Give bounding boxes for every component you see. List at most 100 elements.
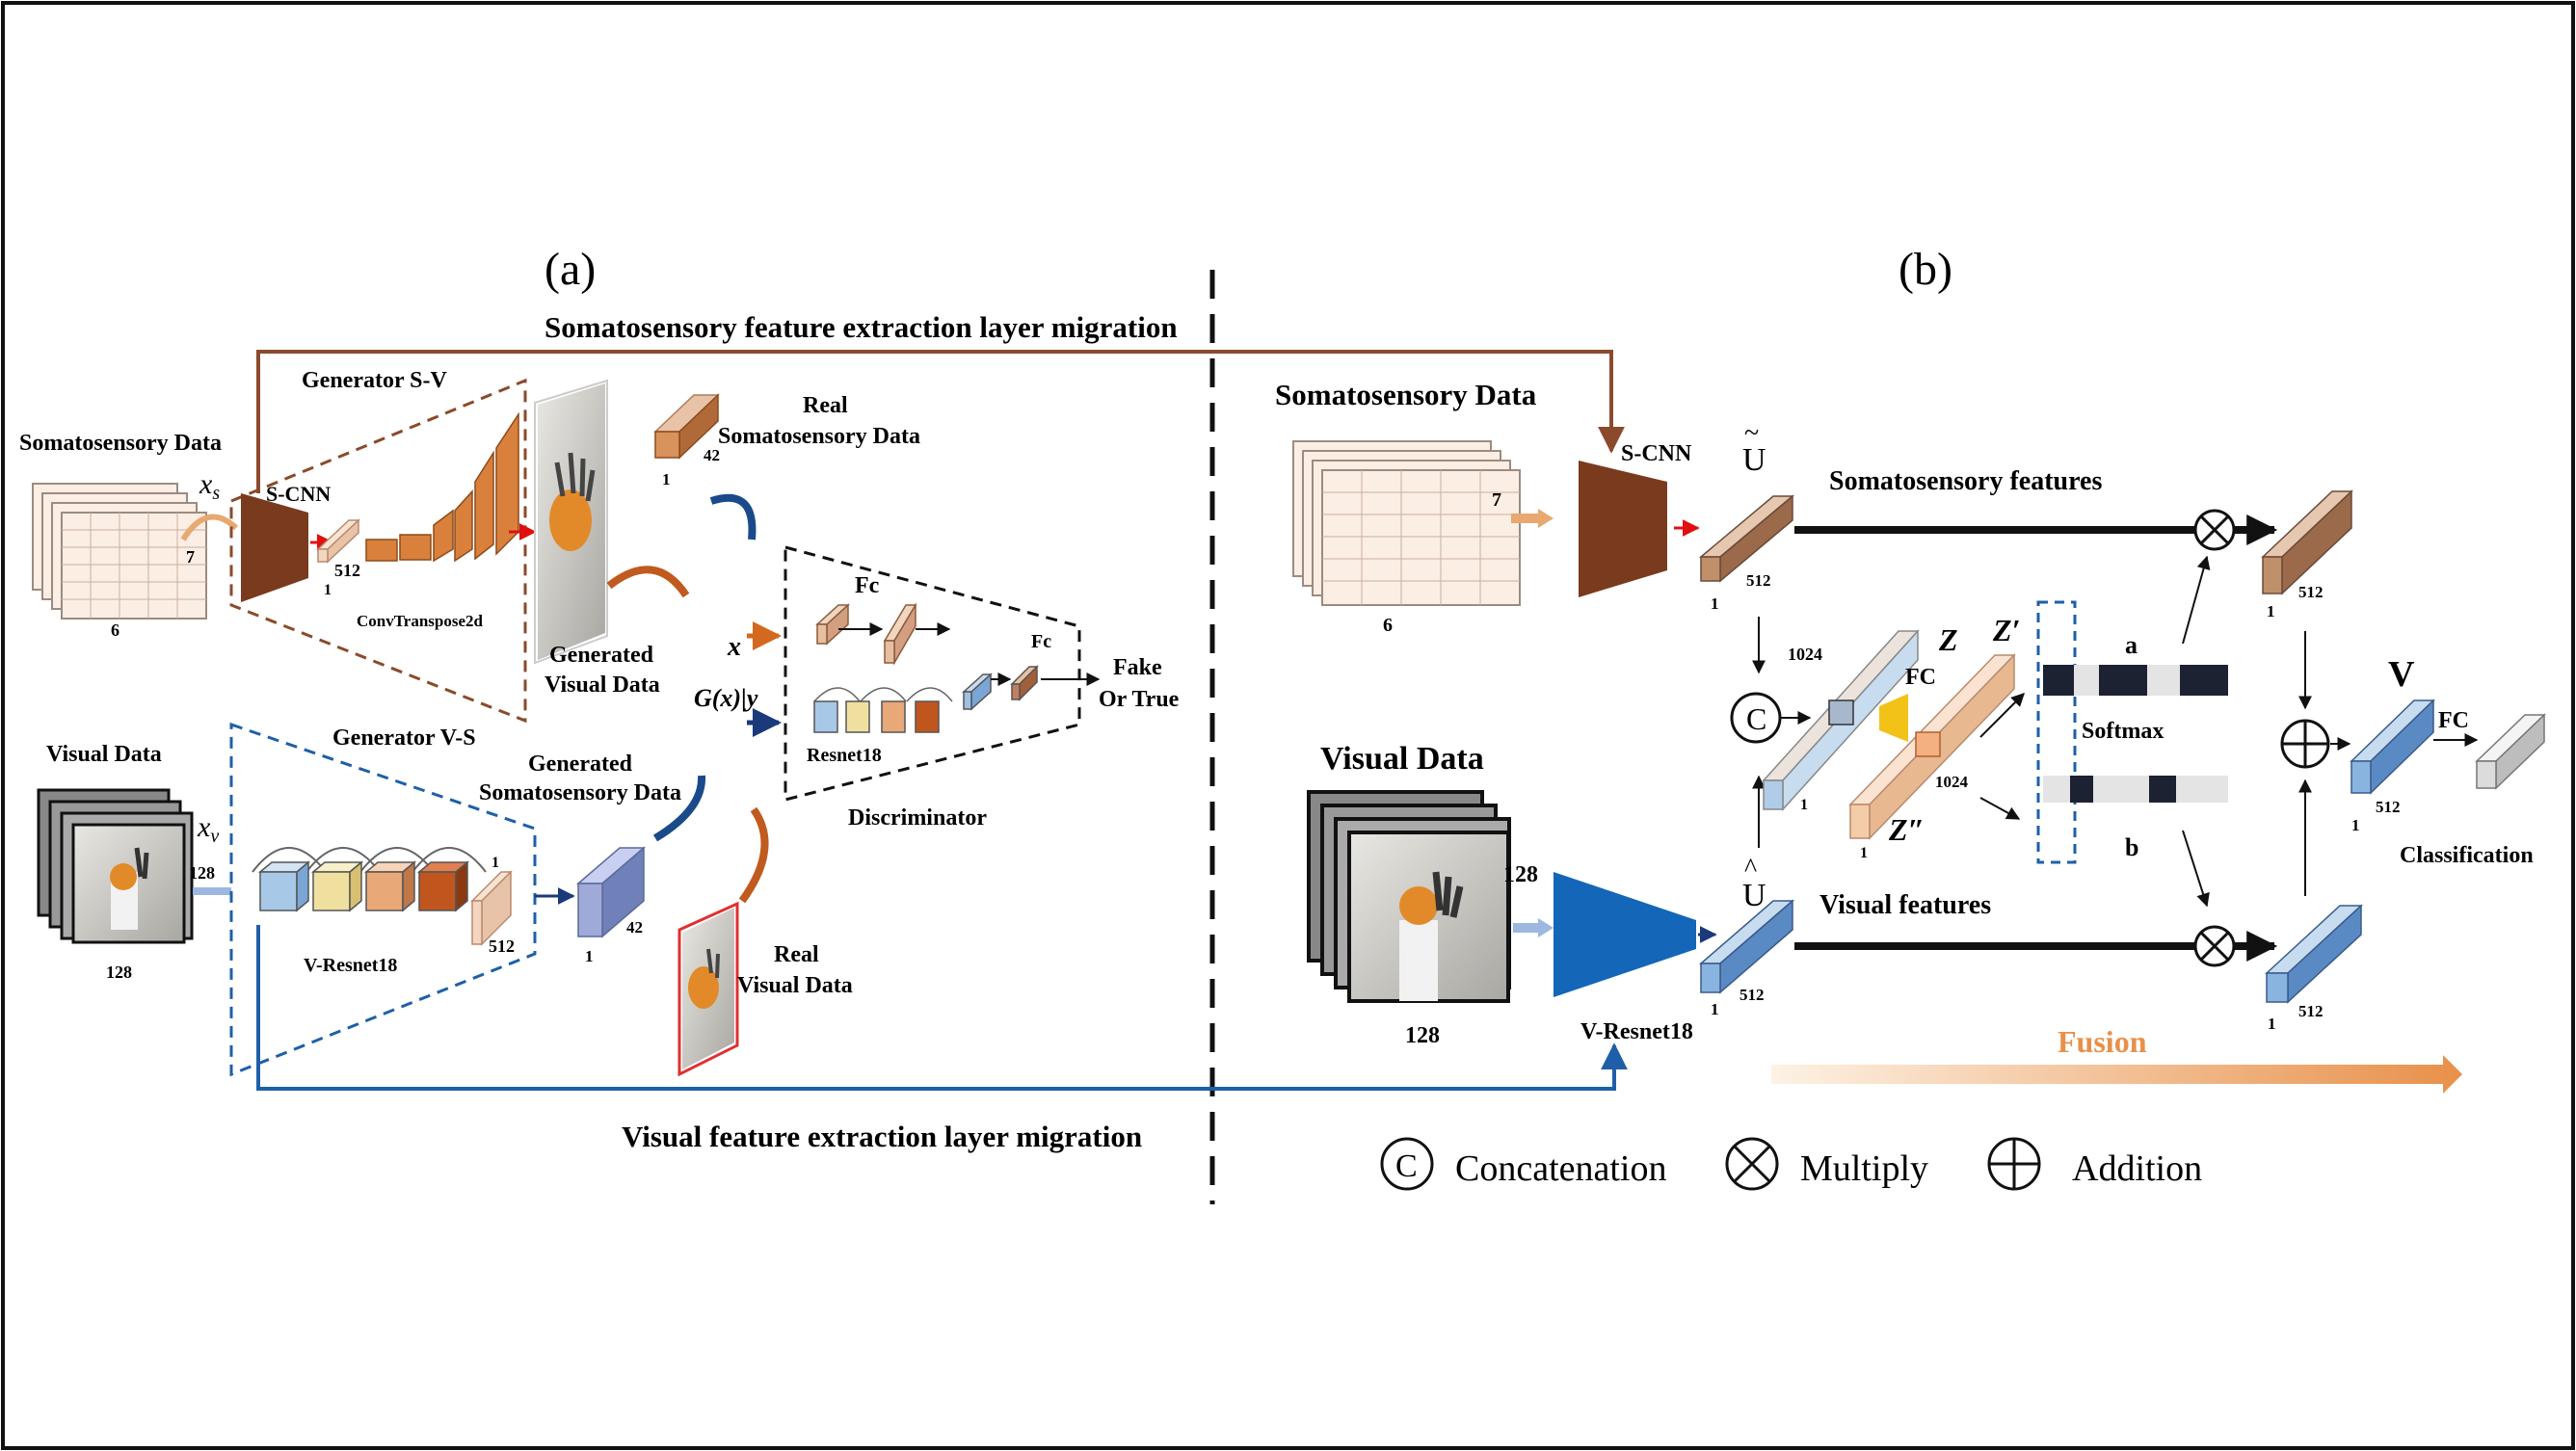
fc-label-mid: FC [1905,665,1936,690]
visual-data-stack-left [37,788,194,944]
s-cnn-label-right: S-CNN [1621,441,1692,466]
soma-feature-dim-512: 512 [1746,571,1771,590]
concat-dim-1024: 1024 [1788,645,1822,664]
visual-data-title-left: Visual Data [46,742,162,767]
soma-dim-7-right: 7 [1492,489,1501,511]
legend-addition: Addition [1987,1137,2202,1191]
attention-b-down-arrow [2182,830,2210,908]
xs-curve-arrow [180,514,239,541]
z-dprime-arrow [1979,797,2021,820]
generated-visual-label-2: Visual Data [544,673,660,698]
legend-multiply-label: Multiply [1800,1148,1928,1189]
z-dprime-label: Z″ [1888,812,1925,847]
s-cnn-block-left [241,493,308,602]
vs-dim-512: 512 [489,937,515,956]
s-cnn-label-left: S-CNN [266,482,331,506]
disc-input-x: x [727,632,741,662]
soma-data-stack-right [1292,440,1521,606]
disc-input-gx: G(x)|y [694,684,758,712]
multiply-node-bottom-x [2199,931,2230,962]
blue-curve-arrow-1 [709,493,757,541]
concat-dim-1: 1 [1800,797,1808,813]
vs-feature-vector [470,870,513,946]
legend-concat-label: Concatenation [1455,1148,1666,1189]
real-visual-label-2: Visual Data [737,973,853,998]
weighted-visual-dim-512: 512 [2298,1002,2324,1020]
z-dim-1: 1 [1860,845,1868,861]
orange-curve-arrow-1 [606,566,690,598]
legend-concatenation: C Concatenation [1380,1137,1666,1191]
attention-label-b: b [2125,833,2138,861]
real-visual-label-1: Real [774,942,819,967]
xs-label: xs [199,468,220,504]
generator-vs-outline [229,722,537,1077]
generated-soma-vector [575,846,647,938]
fusion-arrow [1771,1055,2462,1094]
visual-dim-128b-left: 128 [106,963,132,982]
z-label: Z [1938,622,1958,657]
soma-data-stack-left [32,483,207,620]
concat-node-symbol: C [1746,701,1766,736]
v-resnet-blocks-left [252,847,487,912]
v-resnet-label-right: V-Resnet18 [1580,1019,1693,1044]
generated-soma-label-2: Somatosensory Data [479,780,681,805]
generator-sv-label: Generator S-V [302,368,448,393]
attention-bar-a [2043,665,2228,696]
v-resnet-block-right [1554,872,1696,997]
visual-features-label: Visual features [1819,890,1991,920]
vs-dim-1: 1 [491,855,499,871]
gen-soma-dim-42: 42 [626,918,643,937]
concat-node [1730,692,1782,744]
attention-bar-b [2043,776,2228,803]
convtranspose-blocks [365,411,519,563]
xv-label: xv [197,811,219,847]
softmax-box [2036,600,2077,864]
real-soma-vector [653,393,720,460]
fc-out-label: FC [2438,708,2469,733]
sv-dim-512: 512 [334,561,360,580]
u-hat-label: U [1742,878,1766,913]
classification-vector [2475,713,2546,790]
visual-data-title-right: Visual Data [1320,741,1484,777]
soma-input-arrowhead-right [1538,509,1554,528]
discriminator-label: Discriminator [848,805,987,831]
multiply-node-top-x [2199,514,2230,545]
soma-migration-arrow [256,350,1625,493]
soma-data-title-right: Somatosensory Data [1275,378,1537,411]
addition-node-plus [2282,721,2328,767]
visual-data-stack-right [1307,790,1511,1003]
u-hat-mark: ^ [1744,854,1757,884]
fake-label-1: Fake [1113,655,1162,680]
fused-dim-512: 512 [2376,798,2401,816]
panel-label-b: (b) [1899,244,1952,295]
z-dim-1024: 1024 [1935,773,1969,791]
discriminator-outline [783,545,1081,802]
fused-vector [2350,699,2435,795]
generator-vs-label: Generator V-S [332,726,476,751]
disc-fc-vectors [815,602,917,666]
attention-a-up-arrow [2182,555,2211,645]
v-resnet-label-left: V-Resnet18 [304,955,397,976]
blue-curve-arrow-2 [652,775,706,842]
visual-dim-128a-left: 128 [189,863,215,883]
weighted-soma-dim-1: 1 [2267,602,2275,620]
real-soma-label-2: Somatosensory Data [718,424,920,449]
fused-dim-1: 1 [2351,816,2360,834]
sv-feature-vector [316,518,360,564]
soma-dim-6-left: 6 [111,620,120,640]
panel-label-a: (a) [544,244,596,295]
weighted-soma-vector [2261,489,2353,595]
soma-feature-vector [1698,494,1795,583]
soma-dim-7-left: 7 [186,547,195,567]
v-label: V [2388,654,2415,695]
s-cnn-block-right [1579,461,1667,597]
visual-feature-dim-512: 512 [1739,986,1765,1004]
z-vector [1848,653,2016,840]
visual-feature-vector [1698,899,1795,994]
visual-dim-128a-right: 128 [1503,862,1538,887]
z-prime-label: Z′ [1992,613,2021,647]
u-tilde-mark: ~ [1744,418,1759,448]
sv-dim-1: 1 [324,582,332,598]
concat-vector [1762,629,1920,811]
